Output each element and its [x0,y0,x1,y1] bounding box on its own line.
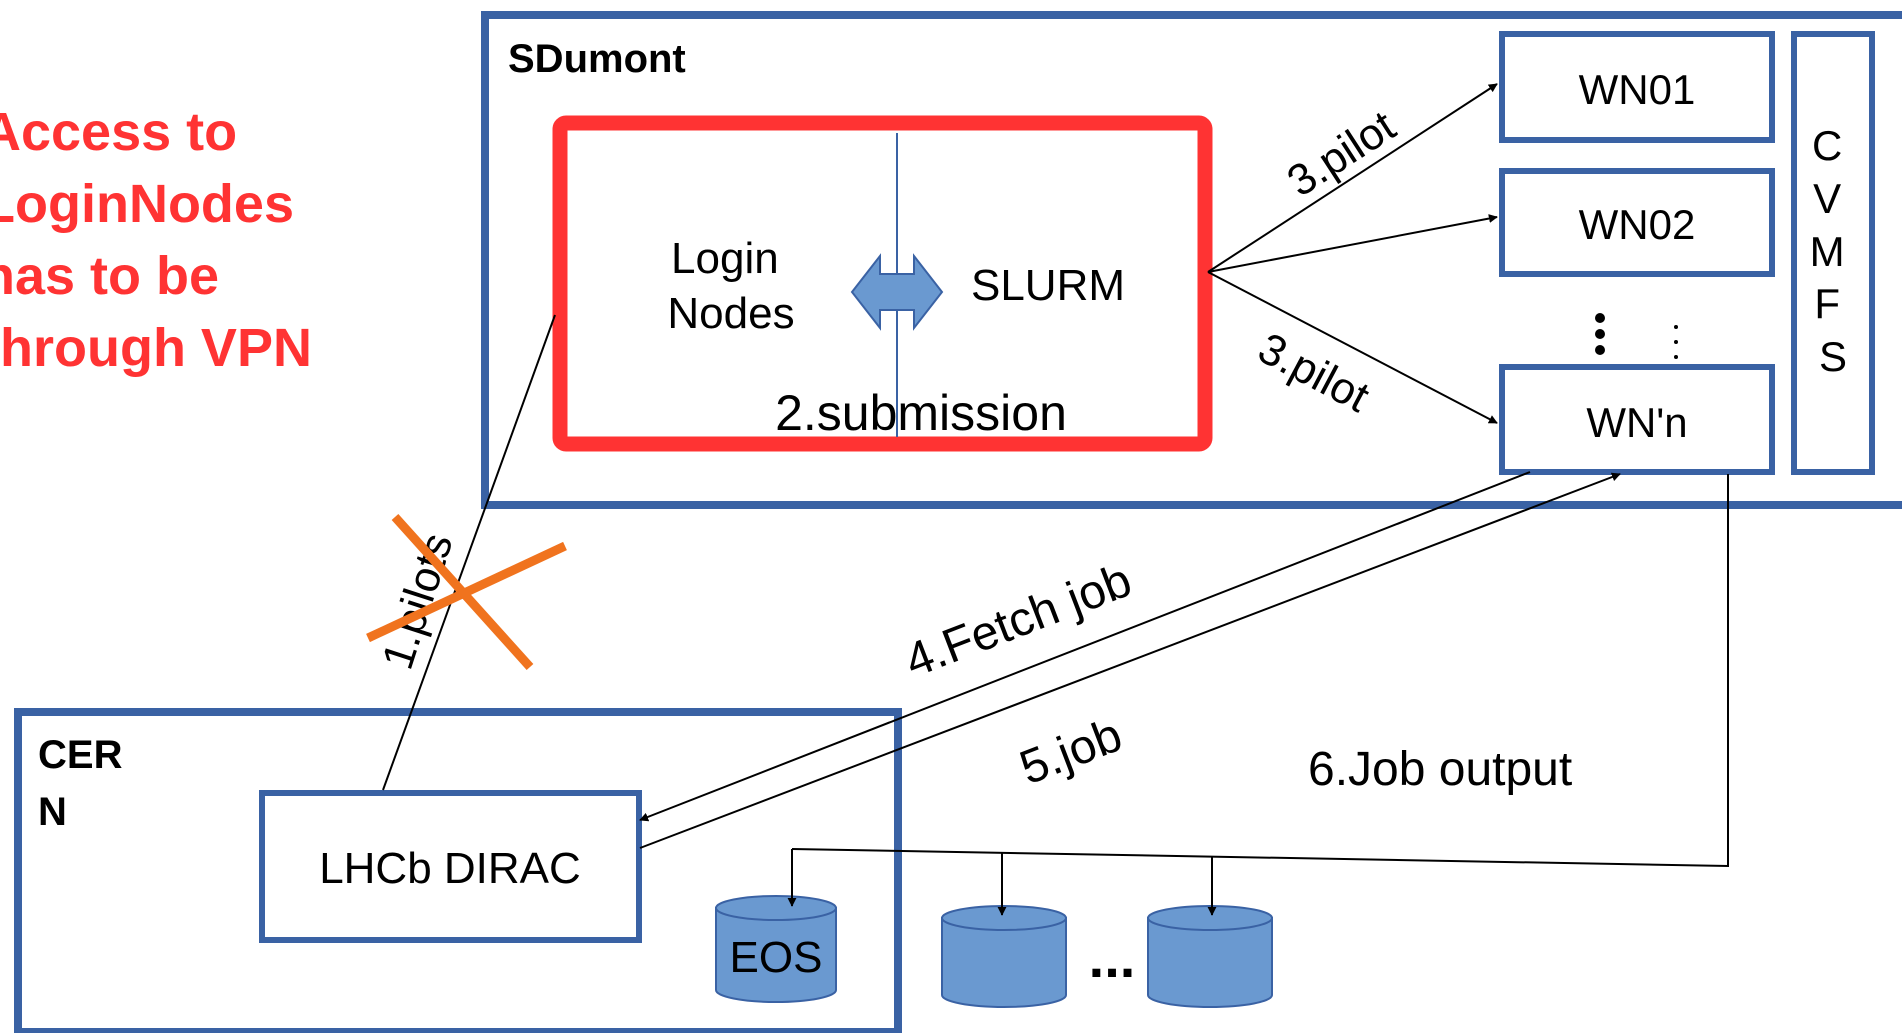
cern-title-line-2: N [38,790,67,834]
sdumont-title: SDumont [508,37,686,81]
job-output-line [791,474,1729,868]
wn01-box [1499,31,1775,143]
cvmfs-label: C V M F S [1810,122,1857,380]
storage-cylinder-icon [1147,905,1273,1008]
wnn-label: WN'n [1586,399,1687,446]
login-slurm-box [552,115,1213,452]
double-arrow-icon [850,253,944,331]
pilot-bottom-label: 3.pilot [1250,324,1377,422]
vpn-note-line-4: through VPN [0,318,312,378]
pilots-line [382,314,556,791]
cvmfs-letter-s: S [1819,333,1847,380]
storage-cylinder-icon [941,905,1067,1008]
job-arrow [639,472,1621,849]
vertical-dots-icon [1595,313,1678,359]
wn01-label: WN01 [1579,66,1696,113]
slurm-label: SLURM [971,261,1125,310]
cvmfs-letter-c: C [1812,122,1842,169]
cvmfs-letter-v: V [1813,175,1841,222]
login-nodes-label: Login Nodes [667,234,794,338]
cern-title: CER N [38,733,134,834]
vpn-note-line-1: Access to [0,102,237,162]
fetch-job-arrow [639,471,1531,822]
login-nodes-line-2: Nodes [667,289,794,338]
pilot-arrow-wn01 [1207,83,1498,273]
storage-ellipsis: ... [1089,926,1136,989]
cvmfs-letter-m: M [1810,228,1845,275]
fetch-job-label: 4.Fetch job [898,554,1139,689]
sdumont-box [481,11,1902,509]
vpn-note-line-3: has to be [0,246,219,306]
eos-storage-icon [715,895,837,1003]
lhcb-dirac-label: LHCb DIRAC [319,844,581,893]
wn02-label: WN02 [1579,201,1696,248]
vpn-access-note: Access to LoginNodes has to be through V… [0,102,312,378]
pilot-arrow-wnn [1207,271,1498,424]
vpn-note-line-2: LoginNodes [0,174,294,234]
wnn-box [1499,364,1775,475]
job-label: 5.job [1013,708,1129,795]
pilot-top-label: 3.pilot [1279,101,1404,206]
pilot-arrow-wn02 [1207,214,1498,273]
cern-title-line-1: CER [38,733,123,777]
cross-icon [366,513,567,671]
wn02-box [1499,168,1775,277]
lhcb-dirac-box [259,790,642,943]
submission-label: 2.submission [775,385,1067,441]
cvmfs-box [1791,31,1875,475]
cvmfs-letter-f: F [1814,280,1840,327]
login-nodes-line-1: Login [671,234,779,283]
job-output-label: 6.Job output [1308,743,1572,796]
eos-label: EOS [730,933,823,982]
cern-box [14,708,902,1033]
